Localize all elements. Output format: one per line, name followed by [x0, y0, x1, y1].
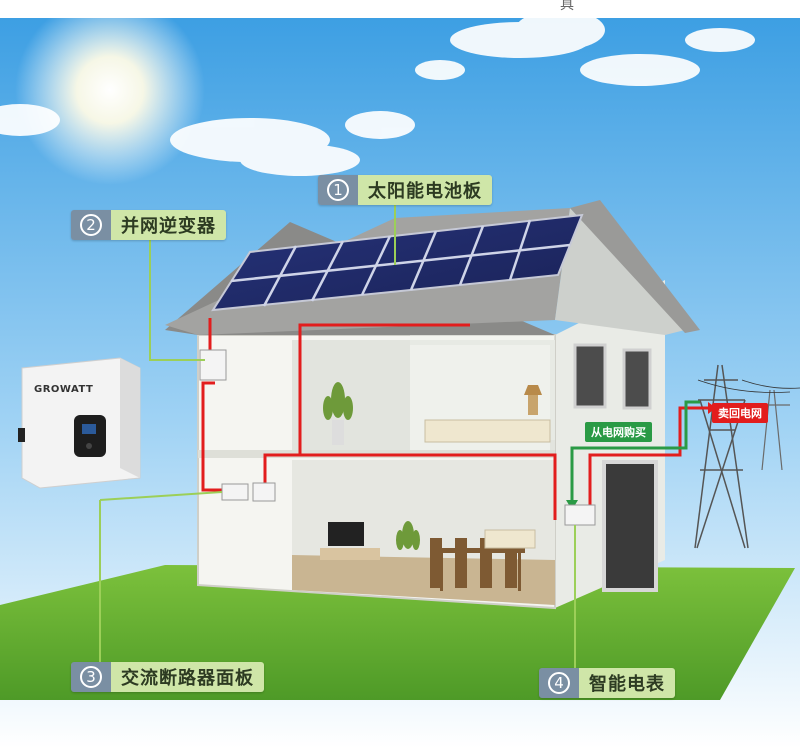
- inverter-brand: GROWATT: [34, 384, 94, 395]
- scene-illustration: [0, 18, 800, 748]
- side-door: [602, 460, 658, 592]
- sun-icon: [15, 18, 205, 185]
- callout-number: 1: [327, 179, 349, 201]
- bed: [424, 419, 551, 443]
- roof-gable: [555, 208, 685, 335]
- callout-inverter: 2 并网逆变器: [71, 210, 226, 240]
- callout-number: 2: [80, 214, 102, 236]
- power-tower: [694, 364, 749, 549]
- callout-label: 交流断路器面板: [111, 662, 264, 692]
- callout-number: 3: [80, 666, 102, 688]
- green-wire: [570, 400, 700, 500]
- callout-number: 4: [548, 672, 570, 694]
- tv: [328, 522, 364, 546]
- roof-ridge-edge: [570, 200, 700, 333]
- inverter-product: [18, 357, 141, 489]
- breaker-box: [221, 483, 249, 501]
- sell-to-grid-tag: 卖回电网: [712, 403, 768, 423]
- solar-panel-array: [211, 213, 584, 312]
- callout-label: 太阳能电池板: [358, 175, 492, 205]
- side-window: [622, 348, 652, 410]
- leader-lines: [99, 200, 576, 668]
- top-strip: 具: [0, 0, 800, 18]
- clouds: [0, 18, 755, 176]
- callout-solar-panel: 1 太阳能电池板: [318, 175, 492, 205]
- power-lines: [697, 379, 800, 393]
- tv-stand: [320, 548, 380, 560]
- wall-inverter: [199, 349, 227, 381]
- dining-set: [430, 538, 525, 591]
- meter-box: [564, 504, 596, 526]
- header-text: 具: [560, 0, 574, 13]
- side-window: [573, 343, 607, 409]
- callout-smart-meter: 4 智能电表: [539, 668, 675, 698]
- buy-from-grid-tag: 从电网购买: [585, 422, 652, 442]
- callout-label: 并网逆变器: [111, 210, 226, 240]
- red-wires: [201, 318, 708, 520]
- callout-breaker-panel: 3 交流断路器面板: [71, 662, 264, 692]
- callout-label: 智能电表: [579, 668, 675, 698]
